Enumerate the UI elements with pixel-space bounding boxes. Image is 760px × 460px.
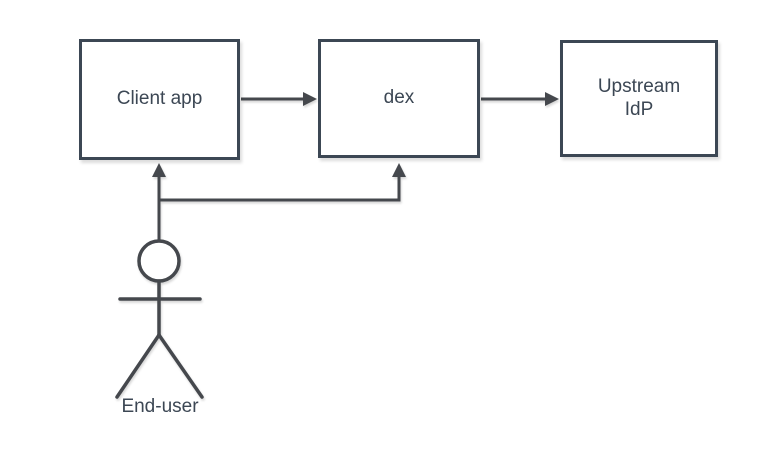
node-dex: dex (318, 39, 480, 158)
node-client-app: Client app (79, 39, 240, 160)
actor-right-leg (157, 333, 204, 399)
node-upstream-idp: Upstream IdP (560, 40, 718, 157)
arrowhead-into-dex-bottom (392, 163, 406, 177)
arrowhead-into-upstream-idp (545, 92, 559, 106)
end-user-actor-figure (115, 239, 204, 399)
arrowhead-into-dex-left (303, 92, 317, 106)
edge-arrowheads (152, 92, 559, 177)
arrowhead-into-client-app-bottom (152, 163, 166, 177)
actor-head (137, 239, 181, 283)
node-upstream-idp-label: Upstream IdP (597, 75, 681, 120)
edge-lines (157, 97, 546, 241)
node-dex-label: dex (383, 87, 415, 109)
edge-end-user-to-dex (159, 177, 401, 202)
node-client-app-label: Client app (116, 88, 203, 110)
actor-end-user-label: End-user (121, 396, 199, 417)
actor-left-leg (115, 333, 161, 399)
